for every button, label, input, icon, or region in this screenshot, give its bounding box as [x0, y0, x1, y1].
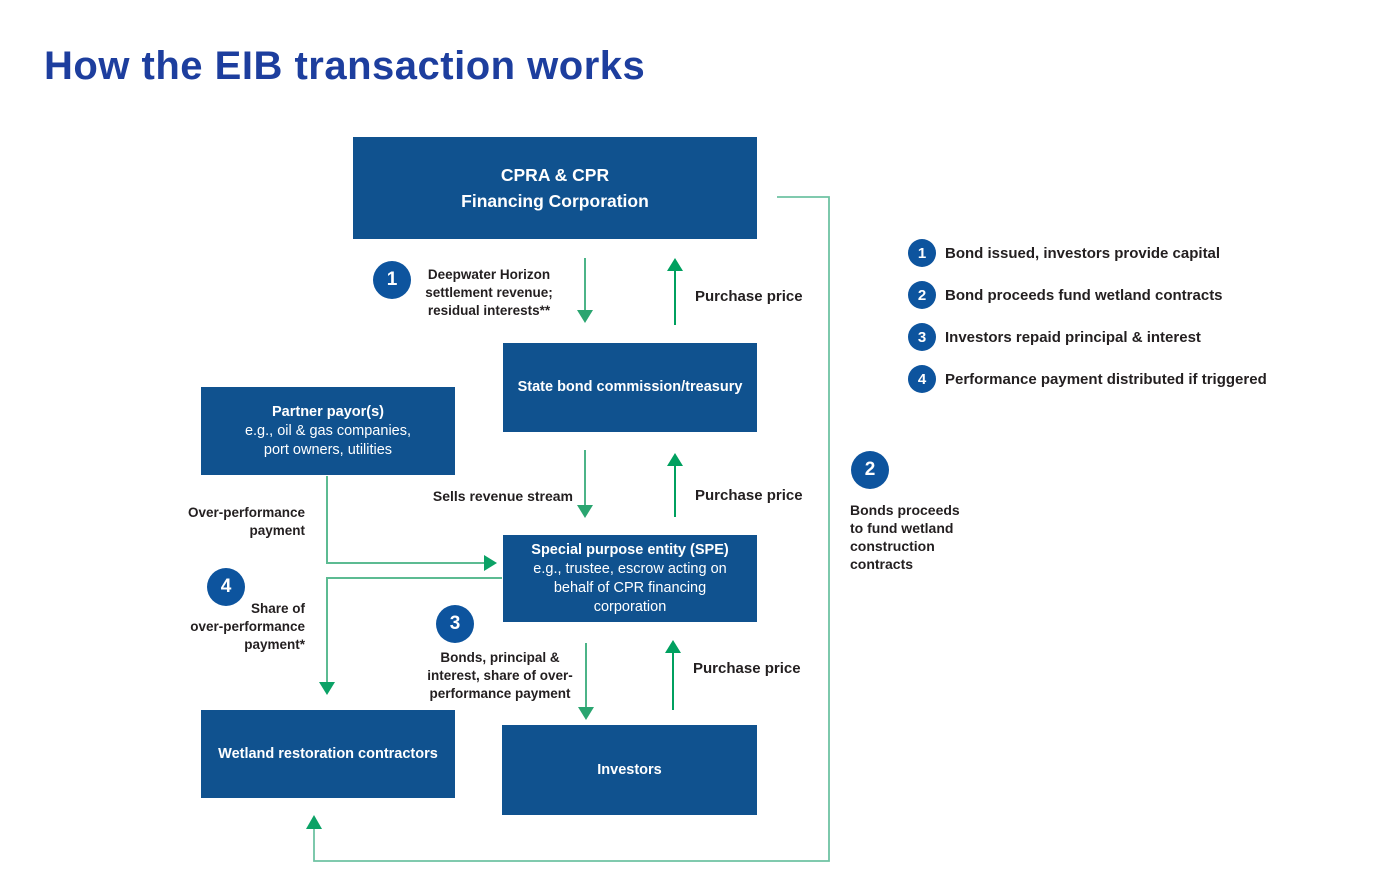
label-share-line1: Share of	[250, 601, 305, 616]
label-over-performance-line1: Over-performance	[187, 505, 305, 520]
legend-item-3: 3 Investors repaid principal & interest	[908, 321, 1378, 353]
label-bonds-line2: interest, share of over-	[427, 668, 573, 683]
label-deepwater-line1: Deepwater Horizon	[427, 267, 551, 282]
legend-item-1: 1 Bond issued, investors provide capital	[908, 237, 1378, 269]
label-deepwater-line3: residual interests**	[427, 303, 551, 318]
legend-num-1: 1	[908, 239, 936, 267]
label-deepwater-settlement: Deepwater Horizon settlement revenue; re…	[398, 266, 580, 320]
legend-num-4: 4	[908, 365, 936, 393]
steps-legend: 1 Bond issued, investors provide capital…	[908, 237, 1378, 405]
page-title: How the EIB transaction works	[44, 44, 646, 88]
label-callout2-line2: to fund wetland	[850, 520, 954, 536]
box-spe-line3: behalf of CPR financing	[553, 579, 707, 596]
legend-text-1: Bond issued, investors provide capital	[945, 244, 1221, 262]
box-state-bond-commission: State bond commission/treasury	[503, 343, 757, 432]
label-share-line3: payment*	[244, 637, 305, 652]
label-over-performance-line2: payment	[249, 523, 305, 538]
box-partner-line2: e.g., oil & gas companies,	[244, 422, 412, 439]
box-investors-label: Investors	[597, 761, 662, 778]
label-bonds-principal-interest: Bonds, principal & interest, share of ov…	[403, 649, 597, 703]
box-spe-line2: e.g., trustee, escrow acting on	[533, 560, 727, 577]
step-marker-4: 4	[207, 568, 245, 606]
step-marker-2: 2	[851, 451, 889, 489]
arrow-spe-to-investors	[578, 643, 594, 720]
box-partner-payors: Partner payor(s) e.g., oil & gas compani…	[201, 387, 455, 475]
box-cpra-financing-corporation: CPRA & CPR Financing Corporation	[353, 137, 757, 239]
legend-text-2: Bond proceeds fund wetland contracts	[945, 286, 1223, 304]
legend-num-3: 3	[908, 323, 936, 351]
arrow-partner-to-spe	[326, 476, 497, 571]
box-cpra-line1: CPRA & CPR	[500, 165, 610, 185]
box-spe-line4: corporation	[593, 598, 667, 615]
label-share-line2: over-performance	[190, 619, 305, 634]
step-marker-1: 1	[373, 261, 411, 299]
box-partner-title: Partner payor(s)	[271, 403, 384, 420]
label-purchase-price-top: Purchase price	[695, 288, 803, 305]
legend-num-2: 2	[908, 281, 936, 309]
step-marker-3: 3	[436, 605, 474, 643]
label-purchase-price-mid: Purchase price	[695, 487, 803, 504]
arrow-spe-to-wetland	[319, 577, 502, 695]
arrow-cpra-to-state	[577, 258, 593, 323]
arrow-state-to-cpra	[667, 258, 683, 325]
label-callout2-line4: contracts	[850, 556, 914, 572]
label-purchase-price-bottom: Purchase price	[693, 660, 801, 677]
box-state-label: State bond commission/treasury	[517, 379, 743, 395]
legend-item-2: 2 Bond proceeds fund wetland contracts	[908, 279, 1378, 311]
legend-text-4: Performance payment distributed if trigg…	[945, 370, 1267, 388]
arrow-cpra-loop-to-wetland	[306, 196, 830, 862]
label-bonds-proceeds-callout: Bonds proceeds to fund wetland construct…	[850, 501, 990, 573]
box-special-purpose-entity: Special purpose entity (SPE) e.g., trust…	[503, 535, 757, 622]
label-over-performance-payment: Over-performance payment	[160, 504, 305, 540]
box-spe-title: Special purpose entity (SPE)	[531, 541, 729, 558]
label-callout2-line3: construction	[850, 538, 935, 554]
legend-item-4: 4 Performance payment distributed if tri…	[908, 363, 1378, 395]
box-investors: Investors	[502, 725, 757, 815]
arrow-spe-to-state	[667, 453, 683, 517]
legend-text-3: Investors repaid principal & interest	[945, 328, 1201, 346]
box-cpra-line2: Financing Corporation	[461, 191, 649, 211]
label-bonds-line1: Bonds, principal &	[440, 650, 560, 665]
label-share-over-performance: Share of over-performance payment*	[145, 600, 305, 654]
box-wetland-contractors: Wetland restoration contractors	[201, 710, 455, 798]
label-deepwater-line2: settlement revenue;	[425, 285, 553, 300]
label-sells-revenue-stream: Sells revenue stream	[432, 488, 573, 504]
arrow-state-to-spe	[577, 450, 593, 518]
label-callout2-line1: Bonds proceeds	[850, 502, 960, 518]
arrow-investors-to-spe	[665, 640, 681, 710]
box-partner-line3: port owners, utilities	[263, 441, 393, 458]
label-bonds-line3: performance payment	[429, 686, 571, 701]
box-wetland-label: Wetland restoration contractors	[218, 745, 438, 762]
